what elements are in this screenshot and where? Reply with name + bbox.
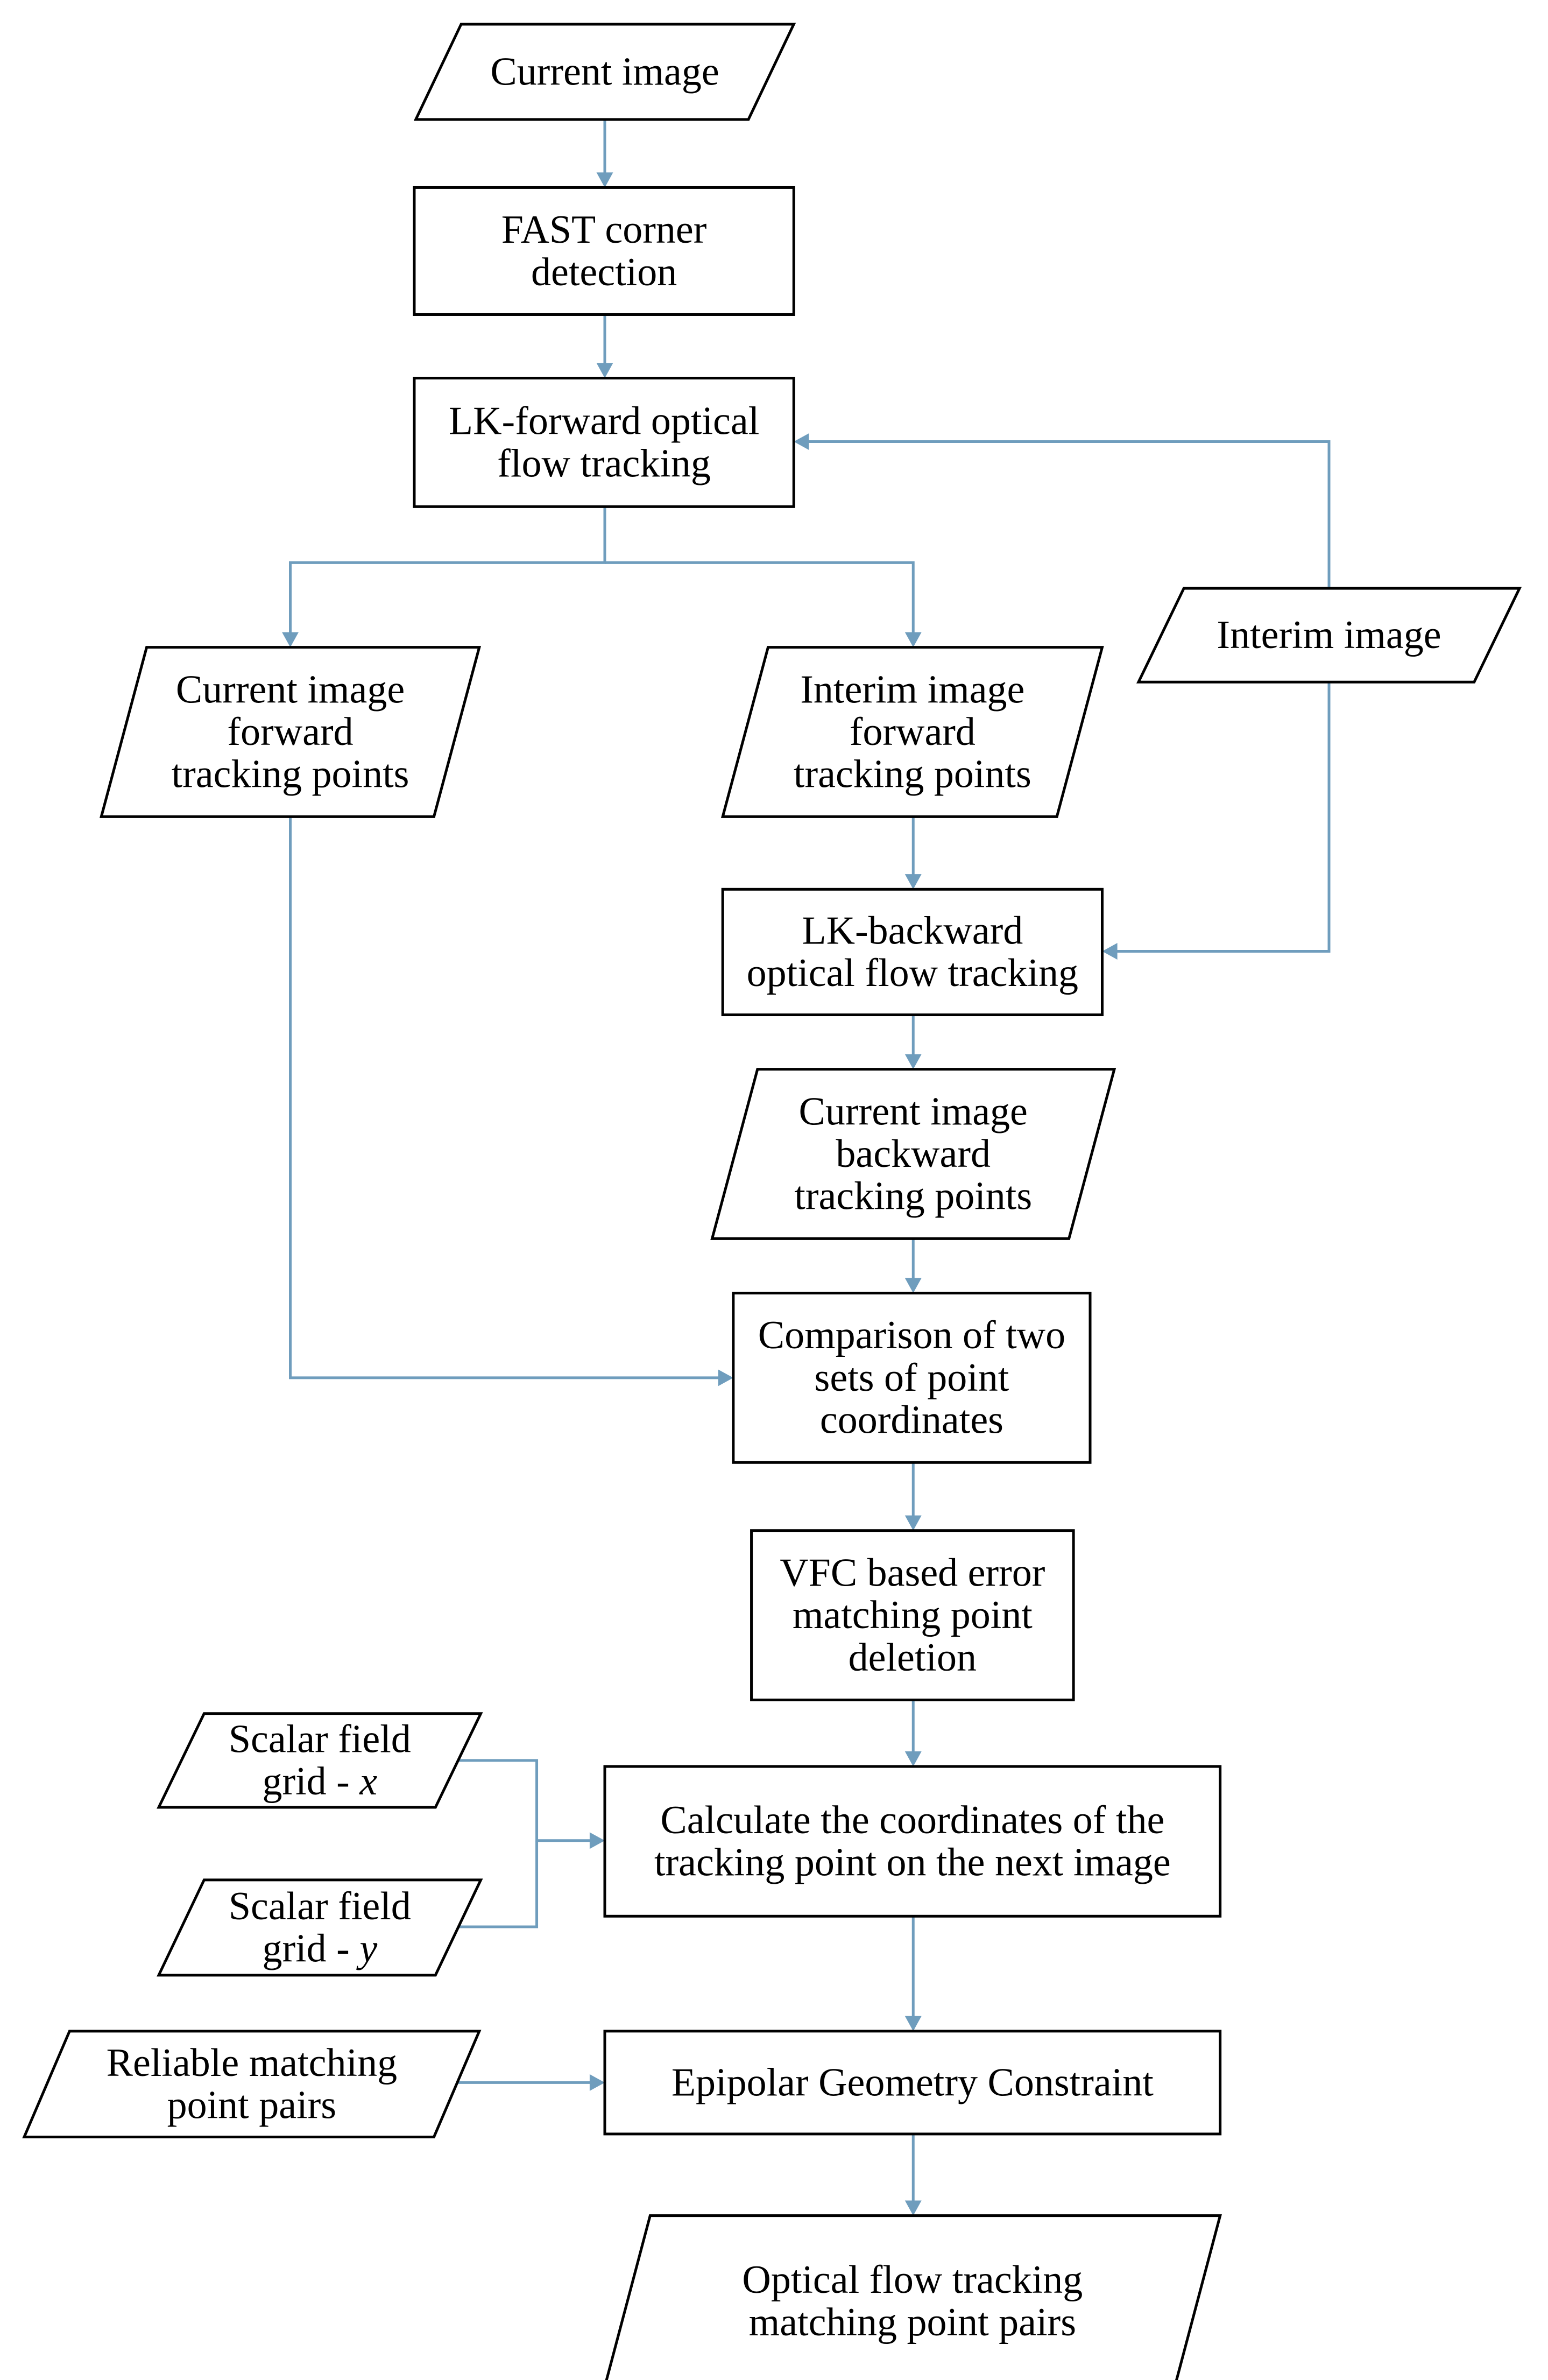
connector-9: [904, 1238, 922, 1293]
connector-10: [289, 816, 733, 1386]
arrow-head-icon: [718, 1369, 733, 1386]
connector-14: [458, 1840, 539, 1928]
connector-1: [596, 119, 613, 188]
arrow-head-icon: [904, 1515, 922, 1531]
connector-line: [805, 440, 1331, 589]
connector-6: [1102, 682, 1331, 960]
arrow-head-icon: [904, 2200, 922, 2216]
node-label: Epipolar Geometry Constraint: [671, 2060, 1154, 2104]
arrow-head-icon: [904, 1278, 922, 1293]
arrow-head-icon: [589, 2074, 605, 2091]
connector-5: [794, 433, 1331, 589]
connector-7: [904, 816, 922, 890]
connector-2: [596, 314, 613, 378]
data-shape: [157, 1712, 483, 1809]
process-box: [732, 1292, 1092, 1464]
connector-line: [458, 1759, 593, 1842]
arrow-head-icon: [596, 363, 613, 378]
arrow-head-icon: [904, 874, 922, 890]
data-shape: [100, 646, 482, 818]
data-shape: [22, 2030, 482, 2139]
node-label: Current image: [490, 50, 719, 94]
arrow-head-icon: [904, 1054, 922, 1069]
arrow-head-icon: [904, 1751, 922, 1767]
data-shape: [605, 2214, 1222, 2380]
arrow-head-icon: [282, 632, 299, 647]
data-shape: [1136, 587, 1522, 684]
node-label: Interim image: [1217, 613, 1441, 657]
process-box: [603, 1765, 1222, 1918]
connector-3: [282, 506, 606, 647]
connector-line: [289, 506, 606, 636]
process-box: [750, 1529, 1075, 1701]
process-box: [413, 186, 795, 316]
node-current-image: Current image: [413, 23, 796, 121]
connector-line: [605, 561, 915, 636]
connector-12: [904, 1700, 922, 1767]
arrow-head-icon: [794, 433, 809, 450]
node-interim-image: Interim image: [1136, 587, 1522, 684]
data-shape: [720, 646, 1104, 818]
connector-13: [458, 1759, 605, 1849]
connector-line: [458, 1840, 539, 1928]
arrow-head-icon: [1102, 943, 1118, 960]
arrow-head-icon: [596, 172, 613, 188]
connector-16: [452, 2074, 605, 2091]
connector-8: [904, 1015, 922, 1069]
arrow-head-icon: [904, 2016, 922, 2031]
connector-4: [605, 561, 922, 647]
connector-17: [904, 2133, 922, 2216]
process-box: [413, 377, 795, 508]
node-epipolar: Epipolar Geometry Constraint: [603, 2030, 1222, 2136]
connector-11: [904, 1462, 922, 1531]
connector-15: [904, 1916, 922, 2031]
arrow-head-icon: [904, 632, 922, 647]
process-box: [721, 888, 1104, 1017]
connector-line: [289, 816, 722, 1379]
data-shape: [413, 23, 796, 121]
connectors: [282, 119, 1331, 2216]
connector-line: [1114, 682, 1331, 953]
process-box: [603, 2030, 1222, 2136]
data-shape: [157, 1878, 483, 1977]
data-shape: [710, 1068, 1116, 1240]
arrow-head-icon: [589, 1832, 605, 1849]
